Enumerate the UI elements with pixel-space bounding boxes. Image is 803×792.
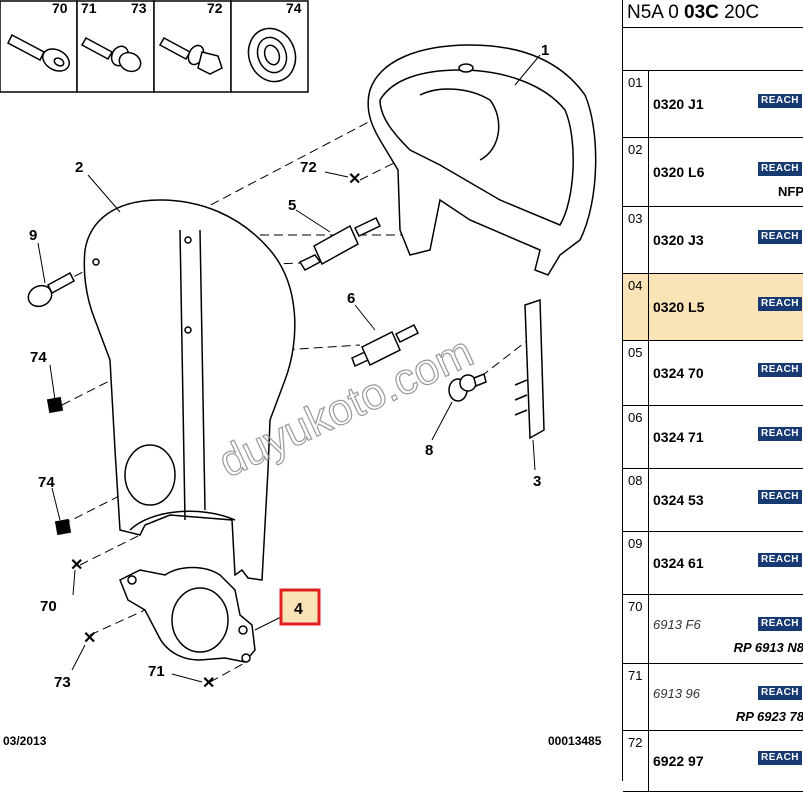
model-code-blank	[623, 28, 803, 71]
bolt-part-8	[448, 372, 487, 402]
part-row-index: 04	[623, 274, 649, 340]
callout-8: 8	[425, 442, 433, 459]
callout-70: 70	[40, 598, 57, 615]
part-reference: 0324 61	[653, 555, 704, 571]
part-note: NFP	[778, 184, 803, 199]
callout-74-upper: 74	[30, 349, 47, 366]
part-row-index: 01	[623, 71, 649, 137]
part-reference: 0320 J3	[653, 232, 704, 248]
bolt-part-9	[27, 271, 75, 308]
callout-71: 71	[148, 663, 165, 680]
part-row-index: 06	[623, 406, 649, 468]
svg-text:✕: ✕	[202, 675, 215, 692]
part-row-index: 08	[623, 469, 649, 531]
callout-6: 6	[347, 290, 355, 307]
stud-part-5	[298, 217, 382, 271]
header-label-70: 70	[52, 0, 68, 16]
part-row-index: 72	[623, 731, 649, 791]
reach-badge[interactable]: REACH	[758, 553, 802, 567]
svg-text:✕: ✕	[348, 171, 361, 188]
reach-badge[interactable]: REACH	[758, 94, 802, 108]
part-reference: 0324 71	[653, 429, 704, 445]
part-row-index: 05	[623, 341, 649, 405]
bolt-70-icon	[7, 33, 70, 72]
leader-lines	[37, 54, 541, 683]
reach-badge[interactable]: REACH	[758, 751, 802, 765]
header-label-71: 71	[81, 0, 97, 16]
callout-2: 2	[75, 159, 83, 176]
grommet-74-icon	[247, 27, 297, 83]
stud-part-6	[351, 323, 420, 368]
svg-text:✕: ✕	[83, 630, 96, 647]
part-row-71[interactable]: 71 6913 96 REACH RP 6923 78	[623, 664, 803, 731]
bolt-71-icon	[80, 36, 142, 73]
reach-badge[interactable]: REACH	[758, 230, 802, 244]
date-label: 03/2013	[3, 734, 47, 748]
main-timing-cover-part-2	[83, 199, 296, 581]
svg-text:✕: ✕	[70, 557, 83, 574]
guide-rail-part-3	[514, 298, 545, 440]
exploded-parts-diagram: 70 71 73 72 74	[0, 0, 602, 748]
bolt-73-icon	[158, 36, 223, 75]
callout-1: 1	[541, 42, 549, 59]
reach-badge[interactable]: REACH	[758, 363, 802, 377]
callout-5: 5	[288, 197, 296, 214]
callout-4: 4	[294, 601, 303, 618]
header-label-73: 73	[131, 0, 147, 16]
callout-73: 73	[54, 674, 71, 691]
upper-timing-cover-part-1	[367, 44, 597, 276]
part-reference: 0324 53	[653, 492, 704, 508]
header-label-74: 74	[286, 0, 302, 16]
doc-number: 00013485	[548, 734, 602, 748]
model-code-title: N5A 0 03C 20C	[623, 0, 803, 28]
part-row-index: 70	[623, 595, 649, 663]
callout-74-lower: 74	[38, 474, 55, 491]
part-row-70[interactable]: 70 6913 F6 REACH RP 6913 N8	[623, 595, 803, 664]
reach-badge[interactable]: REACH	[758, 427, 802, 441]
reach-badge[interactable]: REACH	[758, 686, 802, 700]
callout-72: 72	[300, 159, 317, 176]
fastener-markers: ✕ ✕ ✕ ✕	[46, 171, 361, 692]
part-reference: 6913 96	[653, 686, 700, 701]
part-reference: 6922 97	[653, 753, 704, 769]
part-note: RP 6913 N8	[733, 640, 803, 655]
part-note: RP 6923 78	[735, 709, 803, 724]
part-row-index: 09	[623, 532, 649, 594]
header-label-72: 72	[207, 0, 223, 16]
part-row-index: 02	[623, 138, 649, 206]
part-reference: 0320 L6	[653, 164, 705, 180]
part-reference: 6913 F6	[653, 617, 701, 632]
reach-badge[interactable]: REACH	[758, 617, 802, 631]
part-row-index: 71	[623, 664, 649, 730]
lower-cover-part-4	[119, 566, 256, 663]
reach-badge[interactable]: REACH	[758, 162, 802, 176]
part-reference: 0320 L5	[653, 299, 705, 315]
part-row-index: 03	[623, 207, 649, 273]
reach-badge[interactable]: REACH	[758, 490, 802, 504]
callout-9: 9	[29, 227, 37, 244]
part-reference: 0324 70	[653, 365, 704, 381]
callout-3: 3	[533, 473, 541, 490]
callout-4-highlight[interactable]	[279, 588, 321, 626]
part-reference: 0320 J1	[653, 96, 704, 112]
reach-badge[interactable]: REACH	[758, 297, 802, 311]
